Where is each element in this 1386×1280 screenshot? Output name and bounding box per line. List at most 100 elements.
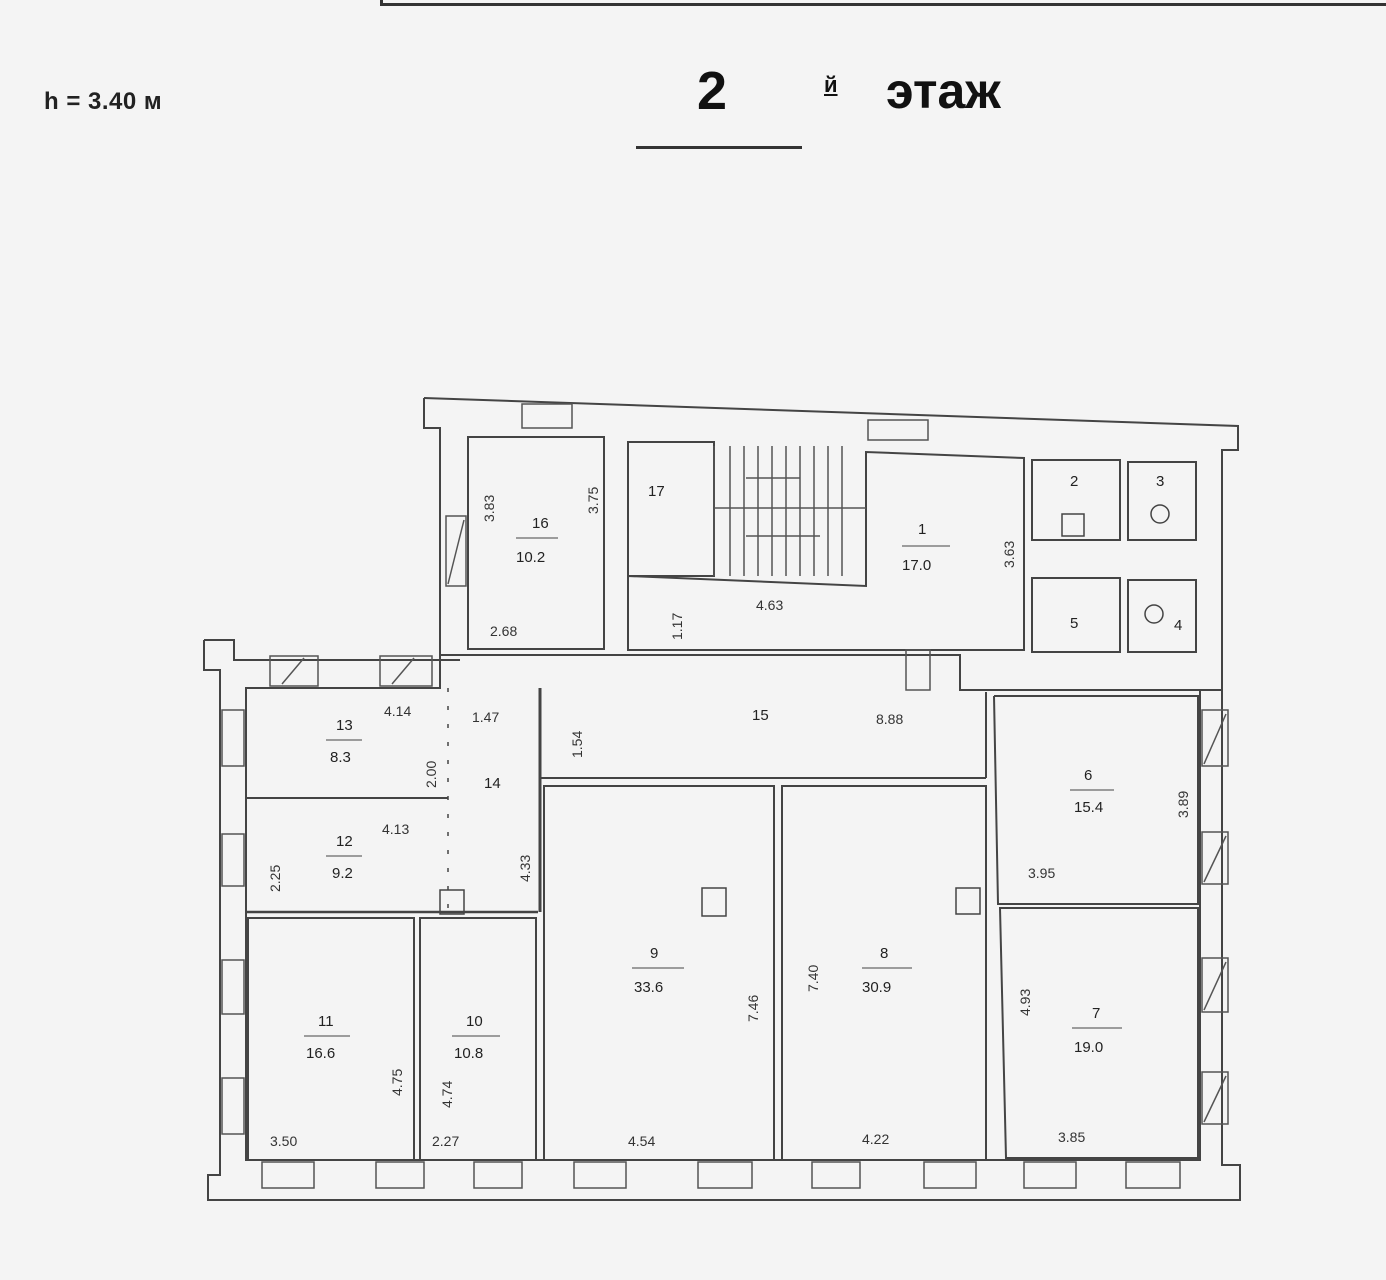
window-hatched bbox=[1201, 1071, 1229, 1125]
window-hatched bbox=[1201, 831, 1229, 885]
room-10-walls bbox=[419, 917, 537, 1161]
room-11-area: 16.6 bbox=[306, 1045, 335, 1062]
toilet-fixture bbox=[1150, 504, 1170, 524]
room-4-number: 4 bbox=[1174, 617, 1182, 634]
room-1-number: 1 bbox=[918, 521, 926, 538]
window-hatched bbox=[379, 655, 433, 687]
dimension-labels: 3.83 3.75 2.68 1.17 4.63 3.63 4.14 1.47 … bbox=[267, 487, 1191, 1149]
room-8-number: 8 bbox=[880, 945, 888, 962]
column bbox=[955, 887, 981, 915]
window bbox=[473, 1161, 523, 1189]
room-10-number: 10 bbox=[466, 1013, 483, 1030]
window bbox=[867, 419, 929, 441]
room-14-number: 14 bbox=[484, 775, 501, 792]
window bbox=[573, 1161, 627, 1189]
window-hatched bbox=[1201, 957, 1229, 1013]
room-2-walls bbox=[1031, 459, 1121, 541]
dimension-label: 4.13 bbox=[382, 821, 409, 837]
room-11-number: 11 bbox=[318, 1013, 334, 1030]
room-labels: 16 10.2 17 1 17.0 2 3 4 5 15 13 8.3 14 1… bbox=[304, 473, 1182, 1062]
room-2-number: 2 bbox=[1070, 473, 1078, 490]
room-3-number: 3 bbox=[1156, 473, 1164, 490]
window bbox=[697, 1161, 753, 1189]
walls bbox=[203, 397, 1241, 1201]
room-13-number: 13 bbox=[336, 717, 353, 734]
dimension-label: 4.33 bbox=[517, 855, 533, 882]
dimension-label: 4.75 bbox=[389, 1069, 405, 1096]
room-17-number: 17 bbox=[648, 483, 665, 500]
dimension-label: 1.54 bbox=[569, 731, 585, 758]
dimension-label: 2.68 bbox=[490, 623, 517, 639]
dimension-label: 3.95 bbox=[1028, 865, 1055, 881]
window-hatched bbox=[1201, 709, 1229, 767]
window-hatched bbox=[445, 515, 467, 587]
room-7-walls bbox=[998, 907, 1199, 1159]
toilet-fixture bbox=[1144, 604, 1164, 624]
floor-number-underline bbox=[636, 146, 802, 149]
stair-core-walls bbox=[627, 450, 1025, 651]
room-6-area: 15.4 bbox=[1074, 799, 1103, 816]
dimension-label: 4.93 bbox=[1017, 989, 1033, 1016]
room-13-area: 8.3 bbox=[330, 749, 351, 766]
ceiling-height-label: h = 3.40 м bbox=[44, 88, 163, 115]
dimension-label: 2.25 bbox=[267, 865, 283, 892]
room-10-area: 10.8 bbox=[454, 1045, 483, 1062]
dimension-label: 3.75 bbox=[585, 487, 601, 514]
room-17-walls bbox=[627, 441, 715, 577]
window bbox=[221, 1077, 245, 1135]
room-8-walls bbox=[781, 785, 987, 1161]
dimension-label: 4.74 bbox=[439, 1081, 455, 1108]
window bbox=[1023, 1161, 1077, 1189]
dimension-label: 4.14 bbox=[384, 703, 411, 719]
window bbox=[923, 1161, 977, 1189]
dimension-label: 1.17 bbox=[669, 613, 685, 640]
room-6-number: 6 bbox=[1084, 767, 1092, 784]
column bbox=[439, 889, 465, 915]
room-6-walls bbox=[993, 695, 1199, 905]
room-9-number: 9 bbox=[650, 945, 658, 962]
outer-wall-upper bbox=[423, 397, 1239, 691]
window bbox=[221, 833, 245, 887]
window-hatched bbox=[269, 655, 319, 687]
room-4-walls bbox=[1127, 579, 1197, 653]
dimension-label: 3.85 bbox=[1058, 1129, 1085, 1145]
window bbox=[221, 959, 245, 1015]
room-5-number: 5 bbox=[1070, 615, 1078, 632]
window bbox=[261, 1161, 315, 1189]
sink-fixture bbox=[1061, 513, 1085, 537]
dimension-label: 4.22 bbox=[862, 1131, 889, 1147]
room-7-number: 7 bbox=[1092, 1005, 1100, 1022]
outer-wall-lower bbox=[203, 639, 1241, 1201]
room-5-walls bbox=[1031, 577, 1121, 653]
room-7-area: 19.0 bbox=[1074, 1039, 1103, 1056]
dimension-label: 1.47 bbox=[472, 709, 499, 725]
floor-number: 2 bbox=[697, 61, 728, 121]
window bbox=[1125, 1161, 1181, 1189]
room-15-number: 15 bbox=[752, 707, 769, 724]
column bbox=[701, 887, 727, 917]
dimension-label: 3.83 bbox=[481, 495, 497, 522]
window bbox=[521, 403, 573, 429]
floor-title: этаж bbox=[886, 63, 1001, 119]
floor-number-suffix: й bbox=[824, 72, 838, 97]
dimension-label: 4.54 bbox=[628, 1133, 655, 1149]
window bbox=[221, 709, 245, 767]
room-16-area: 10.2 bbox=[516, 549, 545, 566]
room-16-walls bbox=[467, 436, 605, 650]
dimension-label: 7.40 bbox=[805, 965, 821, 992]
dimension-label: 3.89 bbox=[1175, 791, 1191, 818]
windows bbox=[221, 403, 1229, 1189]
dimension-label: 2.00 bbox=[423, 761, 439, 788]
dimension-label: 2.27 bbox=[432, 1133, 459, 1149]
room-8-area: 30.9 bbox=[862, 979, 891, 996]
dimension-label: 3.63 bbox=[1001, 541, 1017, 568]
window bbox=[375, 1161, 425, 1189]
door-opening bbox=[905, 649, 931, 691]
dimension-label: 4.63 bbox=[756, 597, 783, 613]
room-16-number: 16 bbox=[532, 515, 549, 532]
dimension-label: 8.88 bbox=[876, 711, 903, 727]
dimension-label: 3.50 bbox=[270, 1133, 297, 1149]
room-11-walls bbox=[247, 917, 415, 1161]
window bbox=[811, 1161, 861, 1189]
sheet-frame-edge bbox=[380, 0, 1386, 6]
